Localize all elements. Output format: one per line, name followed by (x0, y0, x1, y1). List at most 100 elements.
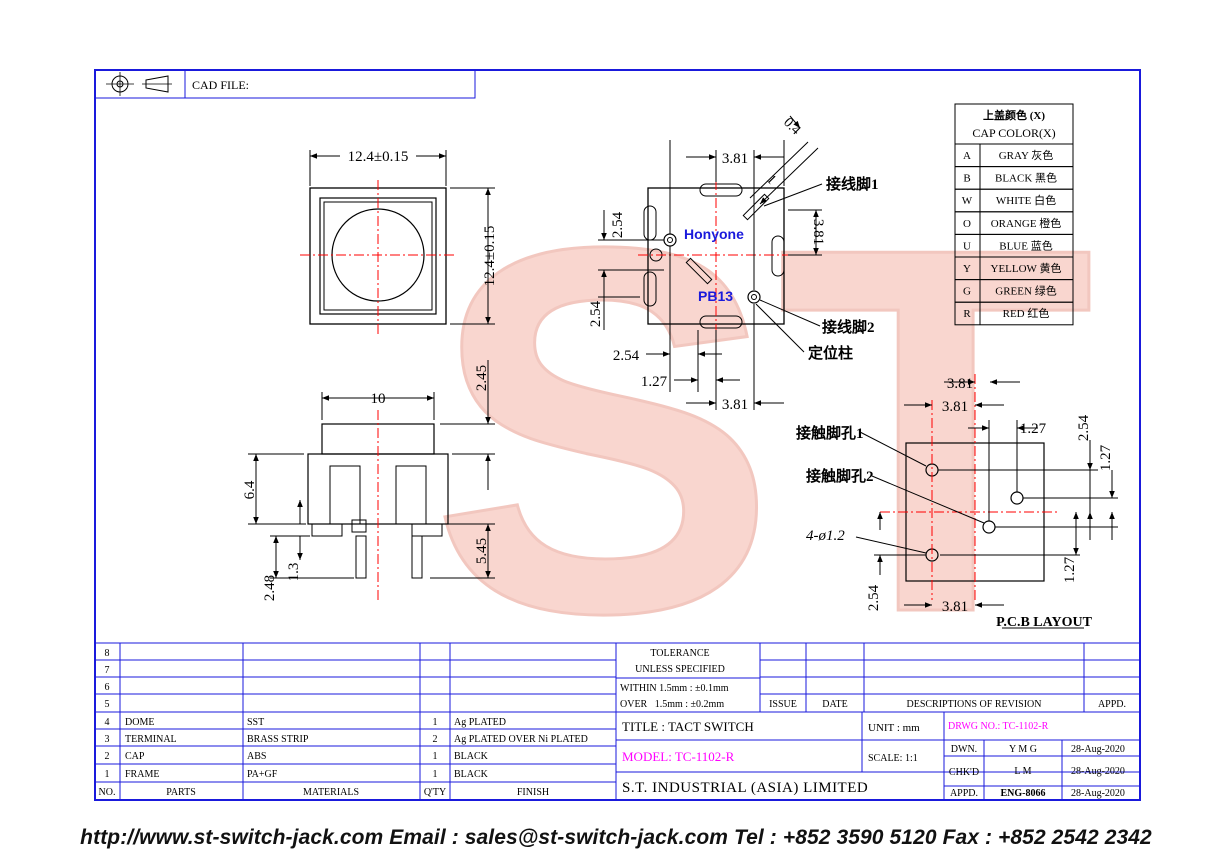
bottom-dim-3-81-bottom: 3.81 (722, 397, 748, 413)
pcb-dim-1-27-right-top: 1.27 (1098, 444, 1114, 471)
parts-cell-finish: BLACK (454, 751, 489, 762)
unit-text: UNIT : mm (868, 722, 920, 734)
parts-cell-material: BRASS STRIP (247, 734, 309, 745)
bottom-dim-1-27: 1.27 (641, 374, 668, 390)
cap-color-name: RED 红色 (1003, 306, 1050, 320)
appd-name: ENG-8066 (1001, 788, 1046, 799)
parts-cell-no: 4 (105, 717, 110, 728)
bottom-dim-2-54-b: 2.54 (588, 300, 604, 327)
parts-cell-no: 1 (105, 769, 110, 780)
parts-table-row: 8 (105, 648, 110, 659)
label-contact-hole-2: 接触脚孔2 (806, 467, 874, 485)
code-marking: PB13 (698, 288, 733, 304)
parts-table-row: 3 TERMINAL BRASS STRIP 2 Ag PLATED OVER Ni P… (105, 734, 588, 745)
cap-color-name: WHITE 白色 (996, 193, 1056, 207)
pcb-dim-2-54-right: 2.54 (1076, 414, 1092, 441)
tolerance-over: OVER 1.5mm : ±0.2mm (620, 699, 724, 710)
cap-color-code: U (963, 240, 971, 252)
drawing-number: DRWG NO.: TC-1102-R (948, 721, 1049, 732)
parts-cell-no: 5 (105, 699, 110, 710)
cad-file-label: CAD FILE: (192, 78, 249, 92)
header-parts: PARTS (166, 787, 196, 798)
cap-color-name: GRAY 灰色 (999, 148, 1054, 162)
side-body-dim: 6.4 (242, 480, 258, 499)
cap-color-code: A (963, 150, 971, 162)
title-text: TITLE : TACT SWITCH (622, 719, 754, 734)
revision-date: DATE (822, 699, 848, 710)
cap-color-code: G (963, 286, 971, 298)
parts-cell-part: CAP (125, 751, 145, 762)
parts-cell-part: DOME (125, 717, 154, 728)
parts-table-row: 5 (105, 699, 110, 710)
parts-cell-material: ABS (247, 751, 266, 762)
cap-color-row: R RED 红色 (954, 301, 1074, 326)
cap-color-name: GREEN 绿色 (995, 284, 1056, 298)
header-qty: Q'TY (424, 787, 446, 798)
parts-cell-no: 3 (105, 734, 110, 745)
label-hole-count: 4-ø1.2 (806, 528, 845, 544)
dwn-label: DWN. (951, 744, 977, 755)
parts-cell-no: 6 (105, 682, 110, 693)
cap-color-name: ORANGE 橙色 (991, 216, 1062, 230)
header-materials: MATERIALS (303, 787, 359, 798)
label-terminal-2: 接线脚2 (822, 318, 875, 336)
dwn-date: 28-Aug-2020 (1071, 744, 1125, 755)
cap-color-header-cn: 上盖颜色 (X) (983, 108, 1045, 122)
projection-symbol-icon (106, 72, 172, 96)
parts-table-headers: NO. PARTS MATERIALS Q'TY FINISH (99, 787, 550, 798)
bottom-dim-3-81-top: 3.81 (722, 151, 748, 167)
bottom-view (598, 115, 823, 410)
revision-headers: ISSUE DATE DESCRIPTIONS OF REVISION APPD… (769, 699, 1126, 710)
side-pin-dim: 5.45 (474, 538, 490, 564)
scale-text: SCALE: 1:1 (868, 753, 918, 764)
sheet-border (94, 69, 1141, 801)
side-standoff-dim: 2.48 (262, 575, 278, 601)
side-width-dim: 10 (371, 391, 386, 407)
parts-cell-part: FRAME (125, 769, 159, 780)
parts-cell-no: 8 (105, 648, 110, 659)
tolerance-within: WITHIN 1.5mm : ±0.1mm (620, 683, 729, 694)
parts-cell-qty: 1 (433, 769, 438, 780)
side-base-dim: 1.3 (286, 563, 302, 582)
title-block-grid (95, 642, 1140, 800)
dwn-name: Y M G (1009, 744, 1037, 755)
bottom-dim-3-81-right: 3.81 (810, 219, 826, 245)
cap-color-code: W (962, 195, 973, 207)
parts-cell-finish: Ag PLATED (454, 717, 506, 728)
header-finish: FINISH (517, 787, 549, 798)
chkd-label: CHK'D (949, 767, 979, 778)
cap-color-name: BLACK 黑色 (995, 171, 1057, 185)
parts-cell-qty: 2 (433, 734, 438, 745)
company-name: S.T. INDUSTRIAL (ASIA) LIMITED (622, 780, 868, 796)
pcb-layout (855, 374, 1118, 629)
parts-table-row: 7 (105, 665, 110, 676)
cap-color-name: YELLOW 黄色 (991, 261, 1062, 275)
chkd-name: L M (1014, 766, 1031, 777)
brand-marking: Honyone (684, 226, 744, 242)
side-view (248, 360, 495, 600)
appd-label: APPD. (950, 788, 978, 799)
revision-issue: ISSUE (769, 699, 797, 710)
parts-cell-no: 7 (105, 665, 110, 676)
tolerance-line2: UNLESS SPECIFIED (635, 664, 725, 675)
revision-desc: DESCRIPTIONS OF REVISION (906, 699, 1041, 710)
cap-color-code: R (963, 308, 971, 320)
cap-color-code: Y (963, 263, 971, 275)
side-cap-dim: 2.45 (474, 365, 490, 391)
parts-cell-finish: Ag PLATED OVER Ni PLATED (454, 734, 588, 745)
label-terminal-1: 接线脚1 (826, 175, 879, 193)
cap-color-code: B (963, 173, 970, 185)
tolerance-block: TOLERANCE UNLESS SPECIFIED WITHIN 1.5mm … (620, 648, 729, 710)
title-block: TITLE : TACT SWITCH UNIT : mm DRWG NO.: … (622, 719, 1125, 799)
parts-table-row: 6 (105, 682, 110, 693)
parts-cell-part: TERMINAL (125, 734, 177, 745)
label-locating-post: 定位柱 (808, 344, 853, 362)
top-width-dim: 12.4±0.15 (348, 149, 409, 165)
chkd-date: 28-Aug-2020 (1071, 766, 1125, 777)
top-height-dim: 12.4±0.15 (482, 226, 498, 287)
top-width-dim-bg (340, 147, 416, 165)
